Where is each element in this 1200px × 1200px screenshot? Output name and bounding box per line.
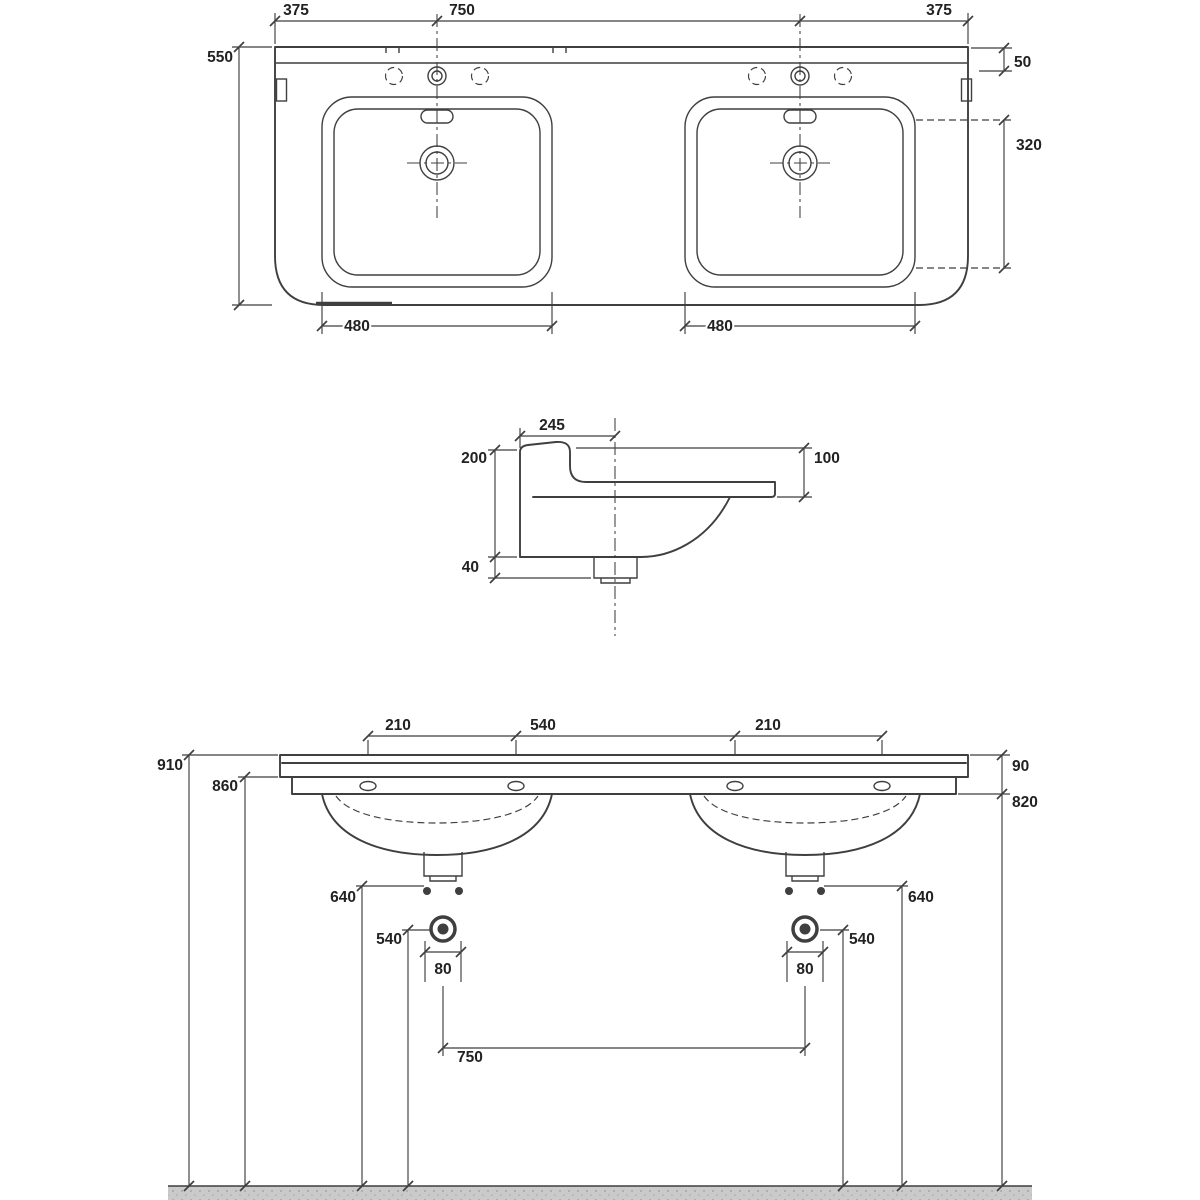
dim-section-outlet-drop-lines (488, 557, 591, 579)
dim-label-outlet-dia-right: 80 (796, 961, 813, 978)
elevation-trap-right (791, 915, 819, 943)
dim-label-bowl-depth: 320 (1016, 137, 1042, 154)
elevation-fixing-bolt-1 (423, 887, 431, 895)
plan-mounting-marks (385, 47, 567, 53)
dim-rim-face-underside-lines (958, 754, 1010, 1186)
plan-fixing-tab-right (960, 78, 973, 102)
elevation-bowl-right (689, 793, 921, 856)
elevation-trap-left (429, 915, 457, 943)
elevation-outlet-left (423, 852, 463, 882)
dim-plan-width-lines (274, 13, 969, 44)
elevation-bowl-left-inner (335, 795, 539, 824)
elevation-tap-hole-2 (507, 780, 525, 792)
elevation-fixing-bolt-3 (785, 887, 793, 895)
floor-slab (168, 1186, 1032, 1200)
dim-label-height-total: 910 (157, 757, 183, 774)
dim-label-width-left: 375 (283, 2, 309, 19)
dim-height-rim-lines (238, 776, 278, 1186)
dim-outlet-height-left-lines (402, 929, 430, 1186)
dim-section-back-height-lines (488, 449, 517, 558)
elevation-fixing-bolt-4 (817, 887, 825, 895)
dim-label-outlet-drop: 40 (462, 559, 479, 576)
dim-plan-setback-lines (971, 47, 1012, 72)
dim-label-trap-centres: 750 (457, 1049, 483, 1066)
elevation-slab (279, 754, 969, 795)
dim-label-fixing-left: 640 (330, 889, 356, 906)
dim-label-height-rim: 860 (212, 778, 238, 795)
dim-plan-bowl-depth-ext (916, 119, 1012, 269)
dim-label-overhang: 245 (539, 417, 565, 434)
plan-fixing-tab-left (275, 78, 288, 102)
dim-fixing-right-lines (824, 885, 908, 1186)
dim-label-fixing-right: 640 (908, 889, 934, 906)
plan-centerlines (407, 14, 830, 218)
elevation-tap-hole-4 (873, 780, 891, 792)
section-view: 245 200 100 40 (459, 415, 842, 636)
section-outlet-stub (593, 557, 638, 584)
dim-label-rim-face: 90 (1012, 758, 1029, 775)
dim-label-outlet-dia-left: 80 (434, 961, 451, 978)
plan-view: 375 750 375 550 50 320 480 480 (205, 0, 1044, 337)
dim-outlet-height-right-lines (820, 929, 849, 1186)
dim-label-bowl-width-right: 480 (707, 318, 733, 335)
dim-label-width-center: 750 (449, 2, 475, 19)
dim-label-height-underside: 820 (1012, 794, 1038, 811)
dim-outlet-dia-right-lines (786, 941, 824, 982)
plan-outline (274, 46, 969, 306)
dim-height-total-lines (182, 754, 278, 1186)
dim-fixing-left-lines (356, 885, 424, 1186)
dim-label-width-right: 375 (926, 2, 952, 19)
dim-label-setback: 50 (1014, 54, 1031, 71)
elevation-bowl-right-inner (703, 795, 907, 824)
dim-label-tap-right: 210 (755, 717, 781, 734)
plan-bowl-left-inner (333, 108, 541, 276)
dim-plan-bowl-width-lines (321, 292, 916, 334)
dim-label-bowl-width-left: 480 (344, 318, 370, 335)
elevation-view: 210 540 210 910 860 90 820 640 640 540 5… (155, 715, 1040, 1200)
elevation-tap-hole-1 (359, 780, 377, 792)
elevation-tap-hole-3 (726, 780, 744, 792)
dim-label-depth: 550 (207, 49, 233, 66)
elevation-fixing-bolt-2 (455, 887, 463, 895)
dim-outlet-dia-left-lines (424, 941, 462, 982)
elevation-outlet-right (785, 852, 825, 882)
plan-bowl-right-inner (696, 108, 904, 276)
dimension-ticks (183, 15, 1010, 1192)
dim-label-outlet-height-left: 540 (376, 931, 402, 948)
dim-section-front-height-lines (576, 447, 812, 498)
dim-plan-depth-lines (232, 46, 272, 306)
dim-label-tap-left: 210 (385, 717, 411, 734)
dim-elevation-tap-lines (367, 735, 883, 756)
dim-label-back-height: 200 (461, 450, 487, 467)
section-profile (519, 440, 776, 558)
dim-trap-centres-lines (442, 986, 806, 1056)
elevation-bowl-left (321, 793, 553, 856)
dim-section-overhang-lines (519, 428, 615, 448)
dim-label-tap-center: 540 (530, 717, 556, 734)
dim-label-outlet-height-right: 540 (849, 931, 875, 948)
dim-label-front-height: 100 (814, 450, 840, 467)
